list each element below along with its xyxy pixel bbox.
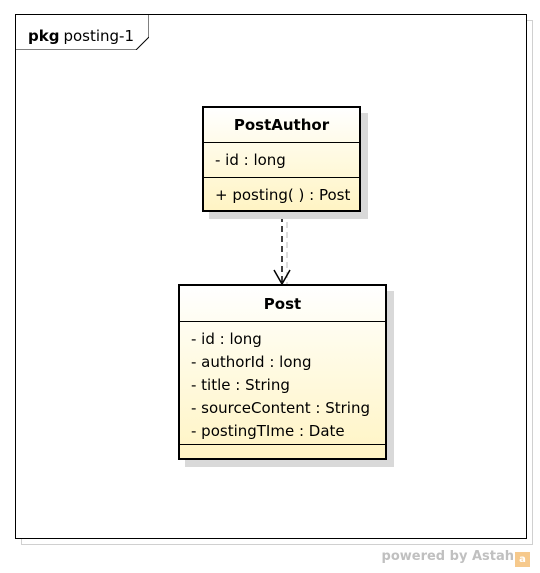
attribute[interactable]: - authorId : long — [191, 353, 312, 371]
astah-logo-icon: a — [515, 552, 530, 567]
class-post[interactable]: Post - id : long - authorId : long - tit… — [178, 284, 387, 460]
class-name: PostAuthor — [204, 108, 359, 143]
attribute[interactable]: - id : long — [215, 151, 286, 169]
attribute[interactable]: - id : long — [191, 330, 262, 348]
operations-compartment: + posting( ) : Post — [204, 178, 359, 207]
attributes-compartment: - id : long — [204, 143, 359, 178]
package-tab-outline — [15, 14, 149, 50]
credit-text: powered by Astah — [381, 549, 514, 564]
class-name: Post — [180, 286, 385, 322]
attribute[interactable]: - title : String — [191, 376, 290, 394]
operation[interactable]: + posting( ) : Post — [215, 186, 351, 204]
package-keyword: pkg — [28, 27, 60, 45]
attribute[interactable]: - sourceContent : String — [191, 399, 371, 417]
package-name: posting-1 — [63, 27, 134, 45]
attribute[interactable]: - postingTIme : Date — [191, 422, 345, 440]
class-post-author[interactable]: PostAuthor - id : long + posting( ) : Po… — [202, 106, 361, 212]
attributes-compartment: - id : long - authorId : long - title : … — [180, 322, 385, 445]
